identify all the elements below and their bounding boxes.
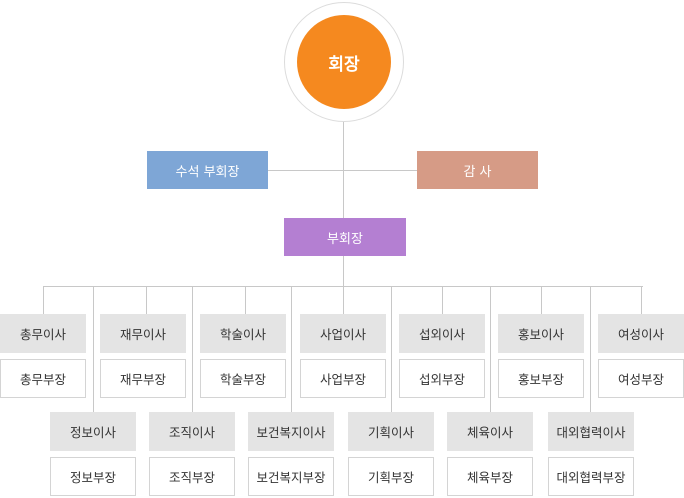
top-director-2: 학술이사 (200, 314, 286, 353)
connector-top-1 (146, 286, 147, 314)
connector-bottom-4 (490, 286, 491, 412)
connector-top-6 (641, 286, 642, 314)
top-manager-1: 재무부장 (100, 359, 186, 398)
top-manager-5: 홍보부장 (498, 359, 584, 398)
top-director-1: 재무이사 (100, 314, 186, 353)
vice-chairman-node: 부회장 (284, 218, 406, 256)
connector-bottom-5 (590, 286, 591, 412)
bottom-manager-3: 기획부장 (348, 457, 434, 496)
top-director-6: 여성이사 (598, 314, 684, 353)
bottom-manager-5: 대외협력부장 (548, 457, 634, 496)
connector-vice-down (343, 256, 344, 286)
bottom-manager-0: 정보부장 (50, 457, 136, 496)
senior-vice-chairman-node: 수석 부회장 (147, 151, 268, 189)
connector-top-0 (43, 286, 44, 314)
top-manager-4: 섭외부장 (399, 359, 485, 398)
bottom-director-2: 보건복지이사 (248, 412, 334, 451)
bottom-director-1: 조직이사 (149, 412, 235, 451)
top-director-0: 총무이사 (0, 314, 86, 353)
connector-bottom-1 (192, 286, 193, 412)
bottom-director-5: 대외협력이사 (548, 412, 634, 451)
top-director-4: 섭외이사 (399, 314, 485, 353)
connector-top-3 (343, 286, 344, 314)
bottom-manager-1: 조직부장 (149, 457, 235, 496)
chairman-node: 회장 (297, 15, 391, 109)
top-director-3: 사업이사 (300, 314, 386, 353)
bottom-director-3: 기획이사 (348, 412, 434, 451)
connector-bottom-3 (391, 286, 392, 412)
connector-bottom-2 (291, 286, 292, 412)
bottom-manager-2: 보건복지부장 (248, 457, 334, 496)
connector-top-2 (245, 286, 246, 314)
top-manager-2: 학술부장 (200, 359, 286, 398)
connector-top-4 (442, 286, 443, 314)
top-director-5: 홍보이사 (498, 314, 584, 353)
connector-top-5 (541, 286, 542, 314)
auditor-node: 감 사 (417, 151, 538, 189)
bottom-manager-4: 체육부장 (447, 457, 533, 496)
bottom-director-0: 정보이사 (50, 412, 136, 451)
connector-bottom-0 (93, 286, 94, 412)
connector-officers-horizontal (268, 170, 417, 171)
top-manager-0: 총무부장 (0, 359, 86, 398)
top-manager-6: 여성부장 (598, 359, 684, 398)
top-manager-3: 사업부장 (300, 359, 386, 398)
bottom-director-4: 체육이사 (447, 412, 533, 451)
